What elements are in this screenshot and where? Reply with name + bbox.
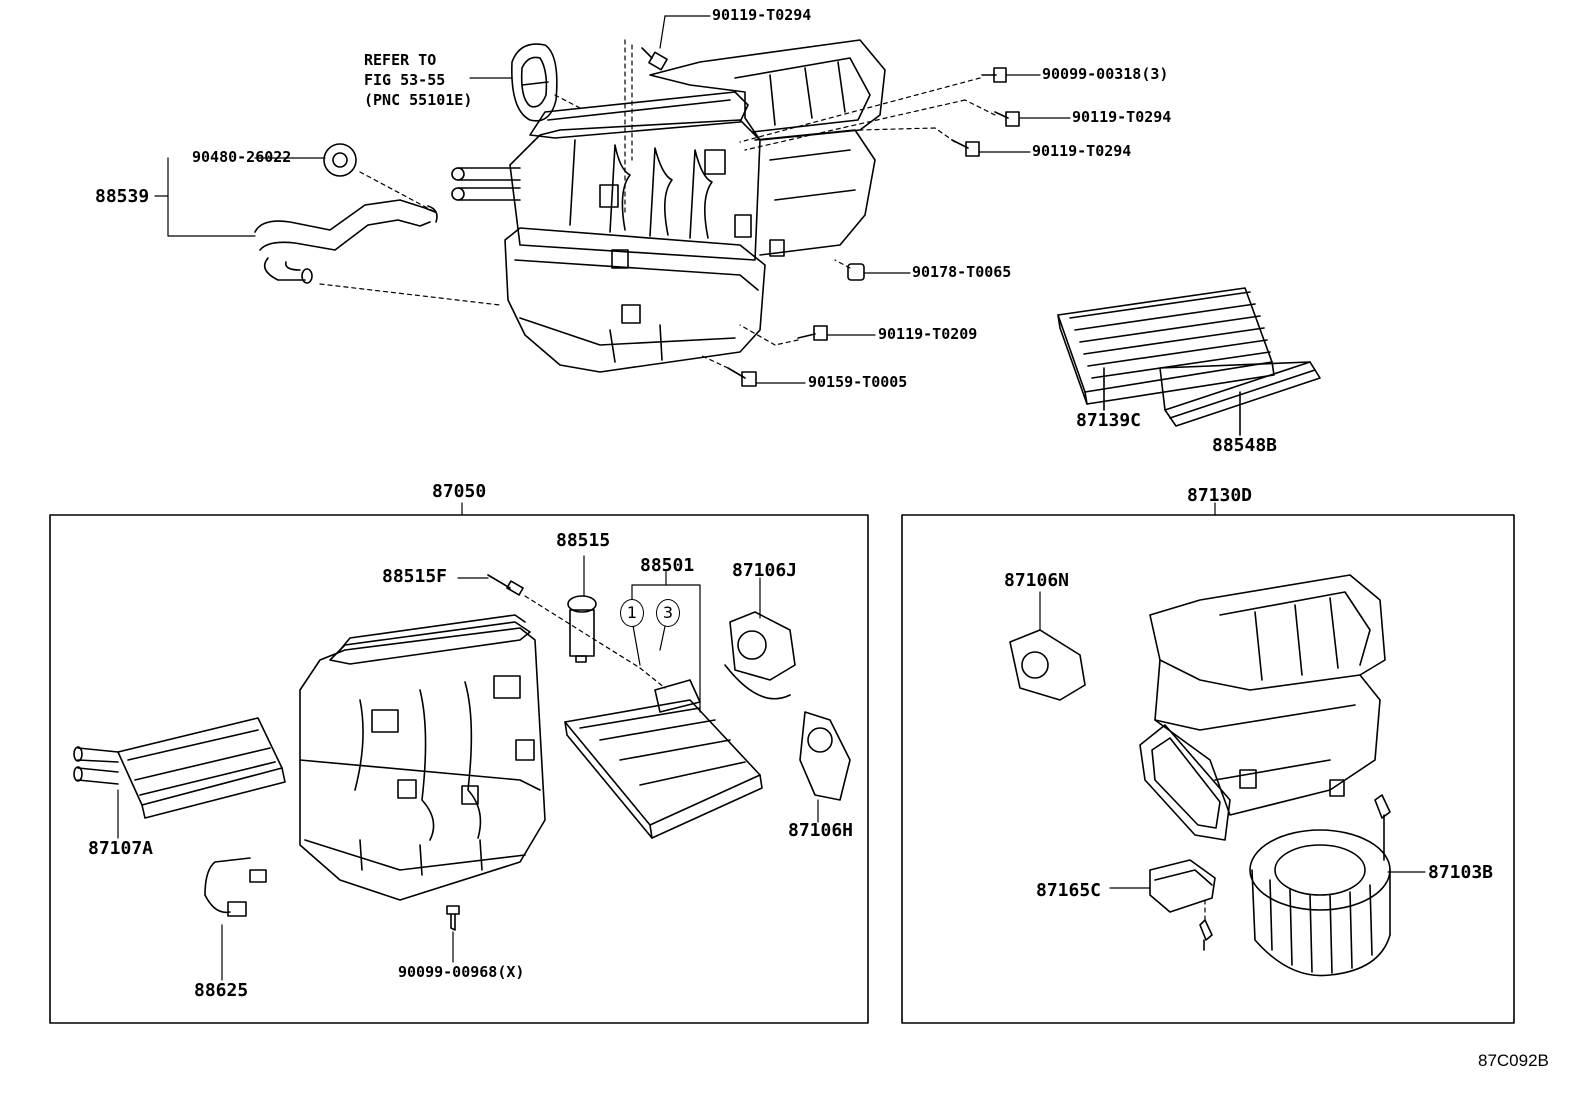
part-label-90099-00318[interactable]: 90099-00318(3) [1042, 65, 1169, 83]
actuator-h-drawing [799, 711, 851, 823]
part-label-90178-t0065[interactable]: 90178-T0065 [912, 263, 1012, 281]
part-label-87106n[interactable]: 87106N [1004, 570, 1070, 591]
gasket-drawing [511, 43, 558, 122]
part-label-90099-00968[interactable]: 90099-00968(X) [398, 963, 525, 981]
part-label-90119-t0294-c[interactable]: 90119-T0294 [1032, 142, 1132, 160]
part-label-87106h[interactable]: 87106H [788, 820, 854, 841]
blower-unit-drawing [1139, 574, 1391, 861]
actuator-j-drawing [724, 577, 796, 700]
part-label-90119-t0294-top[interactable]: 90119-T0294 [712, 6, 812, 24]
part-label-87106j[interactable]: 87106J [732, 560, 798, 581]
part-label-90159-t0005[interactable]: 90159-T0005 [808, 373, 908, 391]
part-label-88625[interactable]: 88625 [194, 980, 249, 1001]
evaporator-drawing [564, 679, 763, 839]
part-label-88539[interactable]: 88539 [95, 186, 150, 207]
diagram-code: 87C092B [1478, 1051, 1549, 1070]
part-label-88548b[interactable]: 88548B [1212, 435, 1278, 456]
box-title-87130d[interactable]: 87130D [1187, 485, 1253, 506]
dashed-guides-top [319, 39, 996, 369]
part-label-88515f[interactable]: 88515F [382, 566, 448, 587]
box-title-87050[interactable]: 87050 [432, 481, 487, 502]
resistor-drawing [1109, 859, 1216, 951]
leader-lines-top [154, 15, 1071, 384]
drain-hose-drawing [254, 143, 438, 284]
part-label-88501[interactable]: 88501 [640, 555, 695, 576]
heater-case-drawing [299, 614, 546, 901]
part-label-90480-26022[interactable]: 90480-26022 [192, 148, 292, 166]
leader-88501 [631, 571, 701, 713]
blower-motor-drawing [1249, 829, 1426, 977]
actuator-n-drawing [1009, 591, 1086, 701]
refer-line-2: FIG 53-55 [364, 71, 446, 89]
part-label-90119-t0294-b[interactable]: 90119-T0294 [1072, 108, 1172, 126]
part-label-87165c[interactable]: 87165C [1036, 880, 1102, 901]
refer-line-1: REFER TO [364, 51, 437, 69]
main-unit-drawing [451, 39, 886, 373]
filter-drawing [1057, 287, 1321, 436]
dashed-guides-left [524, 595, 666, 689]
screw-x-drawing [446, 905, 460, 963]
sensor-drawing [204, 857, 267, 981]
box-87130d [901, 514, 1515, 1024]
part-label-87107a[interactable]: 87107A [88, 838, 154, 859]
circle-callout-1: 1 [620, 599, 644, 627]
expansion-valve-drawing [457, 555, 597, 663]
refer-line-3: (PNC 55101E) [364, 91, 473, 109]
box-87050 [49, 514, 869, 1024]
heater-core-drawing [73, 717, 286, 839]
part-label-90119-t0209[interactable]: 90119-T0209 [878, 325, 978, 343]
part-label-88515[interactable]: 88515 [556, 530, 611, 551]
part-label-87139c[interactable]: 87139C [1076, 410, 1142, 431]
circle-callout-3: 3 [656, 599, 680, 627]
part-label-87103b[interactable]: 87103B [1428, 862, 1494, 883]
